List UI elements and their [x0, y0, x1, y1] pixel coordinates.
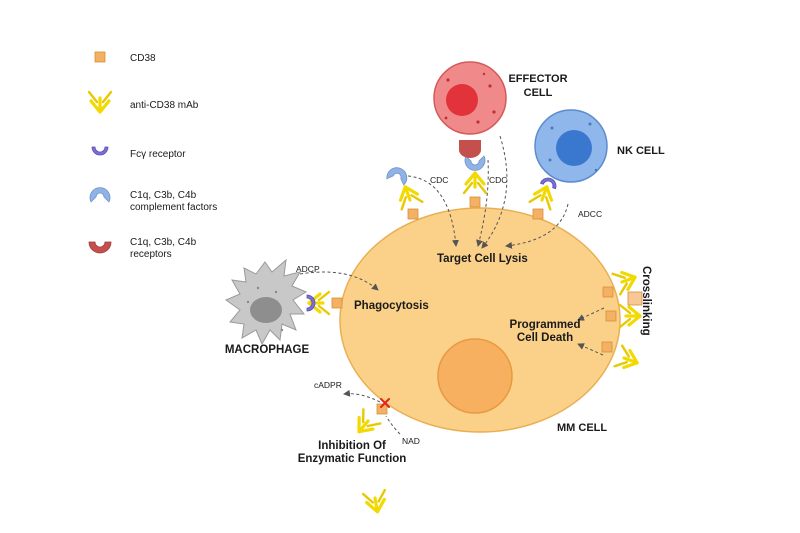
crosslinking-label: Crosslinking — [640, 266, 652, 336]
programmed-cell-death-label-2: Cell Death — [517, 332, 573, 344]
inhibition-label-1: Inhibition Of — [318, 440, 386, 452]
legend-complement-icon — [89, 187, 111, 203]
mm-cell-label: MM CELL — [557, 422, 607, 434]
inhibition-label-2: Enzymatic Function — [298, 453, 407, 465]
legend-fcy-icon — [91, 146, 109, 156]
mm-cell-nucleus — [437, 338, 513, 414]
mechanism-arrows — [299, 135, 605, 435]
macrophage-label: MACROPHAGE — [225, 344, 310, 356]
complement-receptor-effector — [459, 140, 481, 158]
nk-cell-label: NK CELL — [617, 145, 665, 157]
cdc-label-right: CDC — [489, 175, 507, 185]
effector-cell — [433, 61, 507, 135]
cadpr-label: cADPR — [314, 380, 342, 390]
inhibition-mark — [380, 398, 390, 408]
legend-mab-icon — [87, 90, 113, 114]
mm-cell — [339, 207, 621, 433]
effector-cell-label-1: EFFECTOR — [508, 73, 567, 85]
legend-complement-label-2: complement factors — [130, 202, 217, 213]
target-cell-lysis-label: Target Cell Lysis — [437, 253, 528, 265]
legend-receptor-label-1: C1q, C3b, C4b — [130, 237, 197, 248]
mm-cell-body — [339, 207, 621, 433]
effector-cell-label-2: CELL — [524, 87, 553, 99]
cdc-label-left: CDC — [430, 175, 448, 185]
cd38-free — [627, 291, 643, 306]
adcp-label: ADCP — [296, 264, 320, 274]
legend-mab-label: anti-CD38 mAb — [130, 100, 199, 111]
legend-complement-label-1: C1q, C3b, C4b — [130, 190, 197, 201]
legend: CD38 anti-CD38 mAb Fcγ receptor C1q, C3b… — [87, 51, 217, 260]
phagocytosis-label: Phagocytosis — [354, 300, 429, 312]
macrophage — [224, 258, 308, 346]
legend-cd38-label: CD38 — [130, 53, 156, 64]
c1q-factor-left — [385, 164, 411, 186]
legend-receptor-icon — [88, 241, 112, 254]
nk-cell — [534, 109, 608, 183]
nad-label: NAD — [402, 436, 420, 446]
adcc-label: ADCC — [578, 209, 602, 219]
c1q-factor-center — [464, 155, 486, 171]
legend-fcy-label: Fcγ receptor — [130, 149, 186, 160]
legend-cd38-icon — [94, 51, 106, 63]
legend-receptor-label-2: receptors — [130, 249, 172, 260]
programmed-cell-death-label-1: Programmed — [510, 319, 581, 331]
